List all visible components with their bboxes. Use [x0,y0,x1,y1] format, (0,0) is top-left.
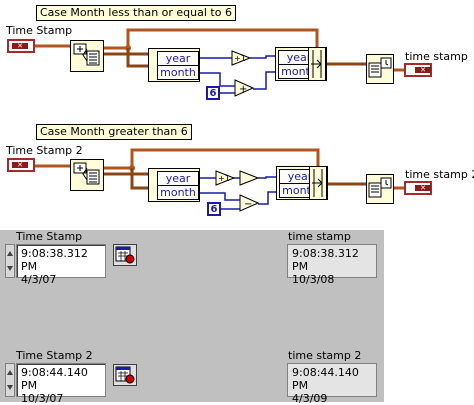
case-1-add-node[interactable]: + [234,79,254,97]
case-2-input-label: Time Stamp 2 [6,144,83,157]
increment-symbol: +1 [234,54,246,63]
date-record-to-timestamp-icon [368,177,392,198]
unbundle-year-field: year [157,171,199,186]
control-1-timestamp-field[interactable]: 9:08:38.312 PM 4/3/07 [16,244,106,286]
control-2-date: 10/3/07 [21,392,64,405]
control-1-date: 4/3/07 [21,273,57,286]
front-panel: Time Stamp 9:08:38.312 PM 4/3/07 time st… [0,230,384,405]
case-2-subtract-node[interactable]: − [239,194,259,212]
control-2-increment-spinner[interactable] [5,363,15,397]
case-2-wires [35,148,404,210]
get-date-record-icon [73,43,100,66]
increment-symbol: +1 [218,174,230,183]
control-2-label: Time Stamp 2 [16,349,93,362]
case-1-date-record-to-time-node[interactable] [366,54,394,84]
case-2-unbundle-by-name[interactable]: year month [148,168,200,202]
timestamp-icon: ✕ [415,67,431,74]
get-date-record-icon [73,162,100,185]
case-2-bundle-handle [309,166,327,200]
indicator-1-label: time stamp [288,230,351,243]
case-1-wires [35,28,404,94]
up-arrow-icon[interactable] [7,370,13,375]
control-2-timestamp-field[interactable]: 9:08:44.140 PM 10/3/07 [16,363,106,405]
timestamp-icon: ✕ [12,43,28,50]
up-arrow-icon[interactable] [7,251,13,256]
bundle-arrow-icon [311,50,322,78]
calendar-clock-icon [115,246,135,264]
case-1-increment-node[interactable]: +1 [231,50,251,66]
unbundle-month-field: month [157,65,199,80]
case-2-output-terminal[interactable]: ✕ [404,181,432,195]
control-1-label: Time Stamp [16,230,83,243]
control-1-time: 9:08:38.312 PM [21,247,88,273]
case-1-input-label: Time Stamp [6,24,73,37]
case-2-get-date-time-record-node[interactable] [70,159,104,191]
indicator-1-timestamp-field: 9:08:38.312 PM 10/3/08 [287,244,377,286]
case-1-output-label: time stamp [405,50,468,63]
indicator-2-label: time stamp 2 [288,349,362,362]
subtract-symbol: − [244,199,252,210]
indicator-1-date: 10/3/08 [292,273,335,286]
case-1-output-terminal[interactable]: ✕ [404,63,432,77]
case-1-unbundle-by-name[interactable]: year month [148,48,200,82]
control-1-increment-spinner[interactable] [5,244,15,278]
case-1-month-constant[interactable]: 6 [206,86,220,100]
add-symbol: + [239,84,247,95]
case-2-input-terminal[interactable]: ✕ [7,158,35,172]
unbundle-year-field: year [157,51,199,66]
case-2-date-record-to-time-node[interactable] [366,174,394,204]
bundle-arrow-icon [312,169,323,197]
timestamp-icon: ✕ [415,185,431,192]
calendar-clock-icon [115,366,135,384]
case-2-output-label: time stamp 2 [405,168,474,181]
down-arrow-icon[interactable] [7,266,13,271]
control-1-time-browse-button[interactable] [113,244,137,266]
case-1-bundle-handle [308,47,326,81]
unbundle-month-field: month [157,185,199,200]
indicator-1-time: 9:08:38.312 PM [292,247,359,273]
indicator-2-time: 9:08:44.140 PM [292,366,359,392]
case-2-increment-node-2[interactable] [239,170,259,186]
indicator-2-date: 4/3/09 [292,392,328,405]
indicator-2-timestamp-field: 9:08:44.140 PM 4/3/09 [287,363,377,405]
case-2-caption: Case Month greater than 6 [36,124,192,140]
case-1-input-terminal[interactable]: ✕ [7,39,35,53]
case-2-month-constant[interactable]: 6 [207,202,221,216]
timestamp-icon: ✕ [12,162,28,169]
down-arrow-icon[interactable] [7,385,13,390]
control-2-time-browse-button[interactable] [113,364,137,386]
case-2-increment-node[interactable]: +1 [215,170,235,186]
case-1-caption: Case Month less than or equal to 6 [36,5,236,21]
control-2-time: 9:08:44.140 PM [21,366,88,392]
case-1-get-date-time-record-node[interactable] [70,40,104,72]
date-record-to-timestamp-icon [368,57,392,78]
